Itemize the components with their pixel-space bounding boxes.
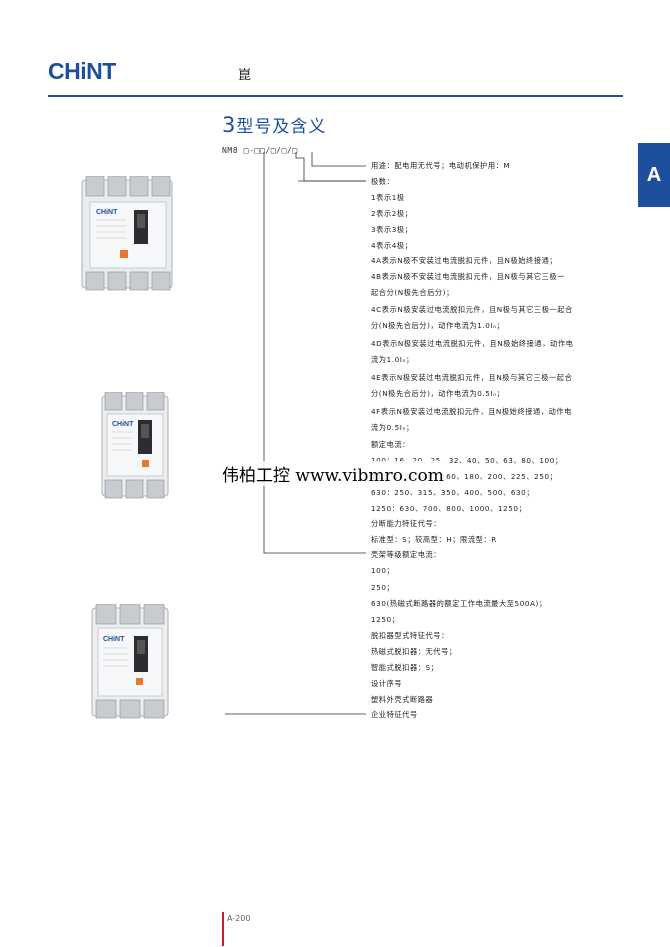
desc-line: 250：125、140、160、180、200、225、250； [371,472,558,481]
leader-frame [263,152,366,554]
section-title: 3型号及含义 [222,112,326,137]
desc-line: 100； [371,566,395,575]
section-tab[interactable]: A [638,143,670,207]
desc-line: 流为0.5Iₙ； [371,423,414,432]
product-brand: CHiNT [112,421,134,428]
desc-line: 用途：配电用无代号；电动机保护用：M [371,161,511,170]
section-number: 3 [222,113,237,137]
desc-line: 100：16、20、25、32、40、50、63、80、100； [371,456,563,465]
desc-line: 热磁式脱扣器：无代号； [371,647,457,656]
desc-line: 250； [371,583,395,592]
desc-line: 1250； [371,615,400,624]
desc-line: 1250：630、700、800、1000、1250； [371,504,527,513]
model-code: NM8 □-□□/□/□/□ [222,146,298,155]
product-brand: CHiNT [96,209,118,216]
desc-line: 极数： [371,177,395,186]
product-brand: CHiNT [103,636,125,643]
desc-line: 分(N极先合后分)，动作电流为0.5Iₙ； [371,389,505,398]
desc-line: 分(N极先合后分)，动作电流为1.0Iₙ； [371,321,505,330]
desc-line: 标准型：S；较高型：H；限流型：R [371,535,497,544]
desc-line: 塑料外壳式断路器 [371,695,434,704]
chint-logo: CHiNT [48,58,116,84]
desc-line: 智能式脱扣器：S； [371,663,439,672]
header-title: 崑 [238,68,252,83]
desc-line: 起合分(N极先合后分)； [371,288,454,297]
desc-line: 4F表示N极安装过电流脱扣元件，且N极始终接通，动作电 [371,407,572,416]
section-title-text: 型号及含义 [236,117,327,137]
desc-line: 2表示2极； [371,209,413,218]
leader-poles-stub [295,152,366,182]
desc-line: 4C表示N极安装过电流脱扣元件，且N极与其它三极一起合 [371,305,573,314]
desc-line: 额定电流： [371,440,410,449]
desc-line: 设计序号 [371,679,403,688]
desc-line: 4E表示N极安装过电流脱扣元件，且N极与其它三极一起合 [371,373,573,382]
desc-line: 企业特征代号 [371,710,418,719]
desc-line: 流为1.0Iₙ； [371,355,414,364]
breaker-image-3pole-large: CHiNT [91,604,169,719]
page-number: A-200 [227,914,251,923]
page-number-bar [222,912,224,946]
breaker-image-3pole: CHiNT [101,392,169,499]
watermark: 伟柏工控 www.vibmro.com [220,461,446,486]
desc-line: 4B表示N极不安装过电流脱扣元件，且N极与其它三极一 [371,272,565,281]
desc-line: 壳架等级额定电流： [371,550,442,559]
breaker-image-4pole: CHiNT [81,176,173,291]
desc-line: 4D表示N极安装过电流脱扣元件，且N极始终接通，动作电 [371,339,574,348]
leader-usage [311,152,366,167]
desc-line: 3表示3极； [371,225,413,234]
desc-line: 1表示1极 [371,193,405,202]
header-rule [48,95,623,97]
desc-line: 脱扣器型式特征代号： [371,631,449,640]
desc-line: 630：250、315、350、400、500、630； [371,488,535,497]
desc-line: 分断能力特征代号： [371,519,442,528]
desc-line: 4表示4极； [371,241,413,250]
desc-line: 4A表示N极不安装过电流脱扣元件，且N极始终接通； [371,256,558,265]
desc-line: 630(热磁式断路器的额定工作电流最大至500A)； [371,599,547,608]
